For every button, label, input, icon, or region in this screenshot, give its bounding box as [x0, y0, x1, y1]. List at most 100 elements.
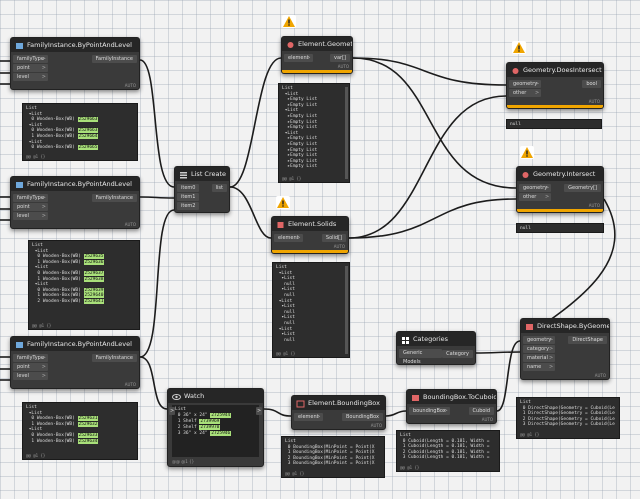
port-geometry[interactable]: geometry>: [523, 336, 556, 344]
lacing-label: AUTO: [588, 99, 600, 104]
port-geometry[interactable]: geometry>: [519, 184, 552, 192]
port-element[interactable]: element>: [294, 413, 323, 421]
node-geometry-intersect[interactable]: Geometry.Intersect geometry> other> Geom…: [516, 166, 604, 213]
port-output[interactable]: FamilyInstance: [91, 194, 137, 202]
node-geometry-doesintersect[interactable]: Geometry.DoesIntersect geometry> other> …: [506, 62, 604, 109]
node-familyinstance-1[interactable]: FamilyInstance.ByPointAndLevel familyTyp…: [10, 37, 140, 90]
boundingbox-icon: [296, 399, 305, 408]
node-title: Watch: [184, 392, 205, 400]
node-directshape-bygeometry[interactable]: DirectShape.ByGeometry geometry> categor…: [520, 318, 610, 380]
node-title: Geometry.Intersect: [533, 170, 596, 178]
preview-fi2: List ▾List 0 Wooden-Box(WB) 2529635 1 Wo…: [28, 240, 140, 330]
port-output[interactable]: DirectShape: [568, 336, 607, 344]
warning-icon[interactable]: [520, 146, 534, 159]
port-level[interactable]: level>: [13, 73, 48, 81]
port-item2[interactable]: item2: [177, 202, 200, 210]
node-familyinstance-2[interactable]: FamilyInstance.ByPointAndLevel familyTyp…: [10, 176, 140, 229]
port-output[interactable]: Category: [442, 349, 473, 358]
geometry-icon: [521, 170, 530, 178]
port-output[interactable]: >: [256, 407, 262, 415]
preview-boundingbox: List 0 BoundingBox(MinPoint = Point(X 1 …: [281, 436, 385, 478]
node-title: DirectShape.ByGeometry: [537, 322, 610, 330]
port-output[interactable]: bool: [582, 80, 601, 88]
port-output[interactable]: Geometry[]: [564, 184, 601, 192]
port-point[interactable]: point>: [13, 363, 48, 371]
node-element-geometry[interactable]: Element.Geometry element> var[] AUTO: [281, 36, 353, 74]
port-other[interactable]: other>: [519, 193, 552, 201]
node-categories[interactable]: Categories Generic Models Category: [396, 331, 476, 365]
preview-directshape: List 0 DirectShape(Geometry = Cuboid(Le …: [516, 397, 620, 439]
cuboid-icon: [411, 393, 420, 401]
lacing-label: AUTO: [333, 244, 345, 249]
node-element-solids[interactable]: Element.Solids element> Solid[] AUTO: [271, 216, 349, 254]
node-element-boundingbox[interactable]: Element.BoundingBox element> BoundingBox…: [291, 395, 386, 430]
warning-bar: [282, 70, 352, 73]
cube-icon: [15, 41, 24, 49]
warning-icon[interactable]: [276, 196, 290, 209]
node-title: Element.BoundingBox: [308, 399, 380, 407]
lacing-label: AUTO: [370, 423, 382, 428]
node-title: Element.Geometry: [298, 40, 353, 48]
geometry-icon: [511, 66, 520, 74]
port-material[interactable]: material>: [523, 354, 556, 362]
port-level[interactable]: level>: [13, 212, 48, 220]
port-familytype[interactable]: familyType>: [13, 194, 48, 202]
node-list-create[interactable]: List Create item0 item1 item2 list: [174, 166, 230, 213]
port-name[interactable]: name>: [523, 363, 556, 371]
node-watch[interactable]: Watch > > List 0 36" x 24" 2725944 1 She…: [167, 388, 264, 467]
port-other[interactable]: other>: [509, 89, 542, 97]
port-boundingbox[interactable]: boundingBox>: [409, 407, 450, 415]
scrollbar[interactable]: [345, 87, 348, 179]
preview-cuboid: List 0 Cuboid(Length = 0.181, Width = 1 …: [396, 430, 500, 472]
solid-icon: [276, 220, 285, 228]
preview-intersect: null: [516, 223, 604, 233]
watch-footer: @@ @1 {}: [172, 459, 195, 464]
node-title: FamilyInstance.ByPointAndLevel: [27, 41, 132, 49]
warning-bar: [517, 209, 603, 212]
list-icon: [179, 170, 188, 179]
port-output[interactable]: Solid[]: [321, 234, 346, 242]
lacing-label: AUTO: [481, 417, 493, 422]
port-item0[interactable]: item0: [177, 184, 200, 192]
node-title: FamilyInstance.ByPointAndLevel: [27, 340, 132, 348]
scrollbar[interactable]: [345, 266, 348, 354]
eye-icon: [172, 392, 181, 400]
cube-icon: [15, 340, 24, 348]
shape-icon: [525, 322, 534, 330]
node-title: Categories: [413, 335, 449, 343]
port-output[interactable]: list: [211, 184, 227, 192]
category-dropdown[interactable]: Generic Models: [399, 349, 443, 364]
lacing-label: AUTO: [124, 222, 136, 227]
port-element[interactable]: element>: [284, 54, 313, 62]
port-geometry[interactable]: geometry>: [509, 80, 542, 88]
node-title: Element.Solids: [288, 220, 337, 228]
port-item1[interactable]: item1: [177, 193, 200, 201]
port-point[interactable]: point>: [13, 203, 48, 211]
preview-fi3: List ▾List 0 Wooden-Box(WB) 2529631 1 Wo…: [22, 402, 138, 460]
warning-bar: [507, 105, 603, 108]
port-output[interactable]: FamilyInstance: [91, 55, 137, 63]
warning-icon[interactable]: [512, 41, 526, 54]
node-boundingbox-tocuboid[interactable]: BoundingBox.ToCuboid boundingBox> Cuboid…: [406, 389, 497, 424]
node-familyinstance-3[interactable]: FamilyInstance.ByPointAndLevel familyTyp…: [10, 336, 140, 389]
warning-icon[interactable]: [282, 15, 296, 28]
port-element[interactable]: element>: [274, 234, 303, 242]
port-output[interactable]: Cuboid: [468, 407, 494, 415]
port-category[interactable]: category>: [523, 345, 556, 353]
port-familytype[interactable]: familyType>: [13, 354, 48, 362]
port-familytype[interactable]: familyType>: [13, 55, 48, 63]
port-point[interactable]: point>: [13, 64, 48, 72]
preview-doesintersect: null: [506, 119, 602, 129]
node-title: List Create: [191, 170, 227, 178]
cube-icon: [15, 180, 24, 188]
port-level[interactable]: level>: [13, 372, 48, 380]
lacing-label: AUTO: [594, 373, 606, 378]
port-output[interactable]: BoundingBox: [341, 413, 383, 421]
port-output[interactable]: var[]: [330, 54, 350, 62]
lacing-label: AUTO: [124, 382, 136, 387]
watch-content: List 0 36" x 24" 2725944 1 Shelf 2739969…: [172, 405, 259, 457]
port-output[interactable]: FamilyInstance: [91, 354, 137, 362]
port-input[interactable]: >: [169, 407, 175, 415]
node-title: BoundingBox.ToCuboid: [423, 393, 497, 401]
